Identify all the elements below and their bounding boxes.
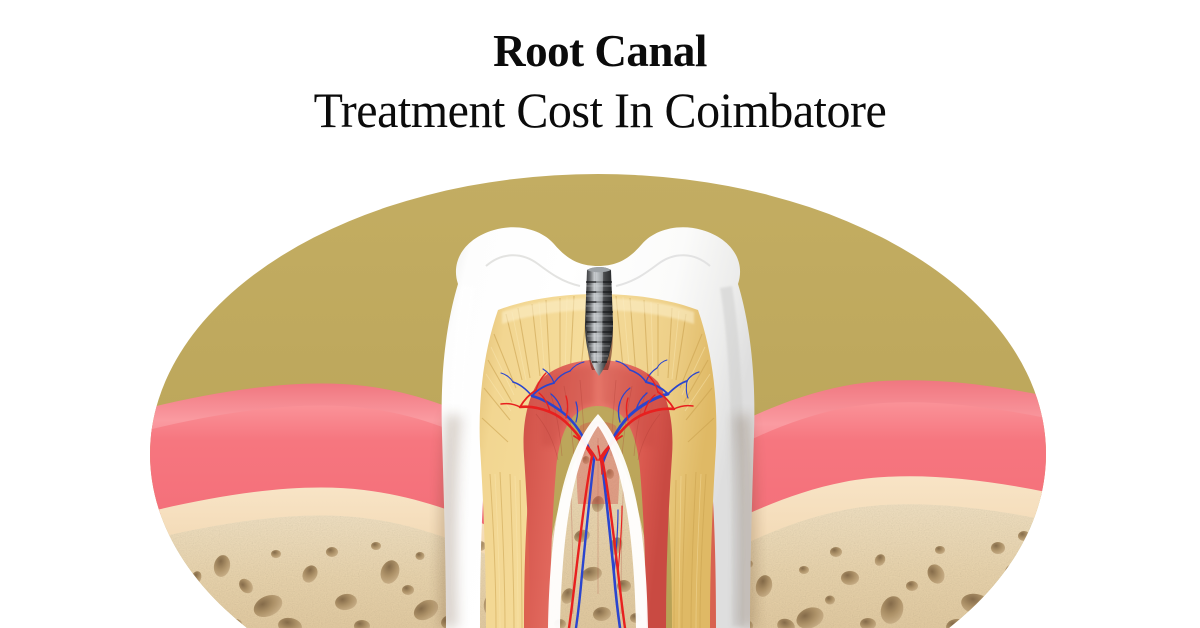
dentin-striations-roots [489,471,707,628]
endodontic-file-drill [585,267,613,376]
file-ridges [586,281,613,363]
tooth-illustration [150,174,1046,628]
page-title-secondary: Treatment Cost In Coimbatore [313,82,887,138]
tooth-cross-section-svg [150,174,1046,628]
tooth-gum-shadow [438,414,758,628]
page-title-primary: Root Canal [493,26,707,76]
title-block: Root Canal Treatment Cost In Coimbatore [0,0,1200,138]
tooth-dentin [479,294,717,628]
root-canal-outline [548,414,648,628]
